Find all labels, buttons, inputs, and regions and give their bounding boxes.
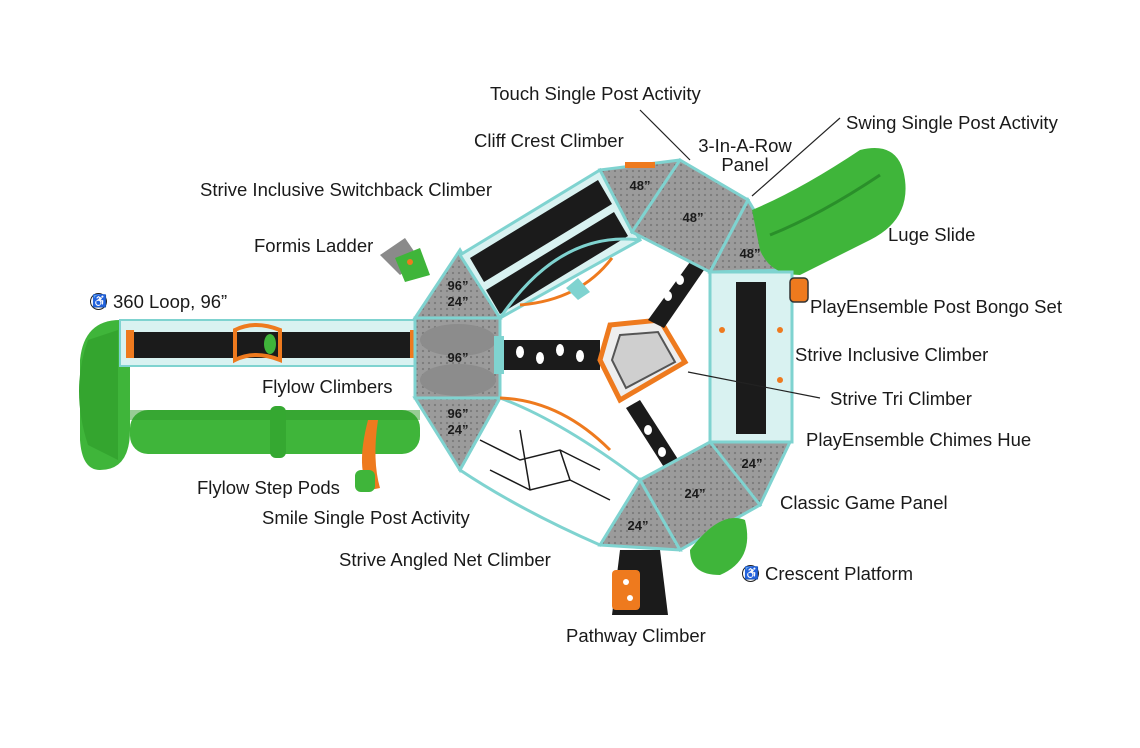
label-crescent-platform: Crescent Platform	[742, 564, 913, 583]
leader-lines	[639, 109, 841, 399]
pathway-climber	[612, 550, 668, 615]
label-3-in-a-row-panel: 3-In-A-Row Panel	[690, 136, 800, 175]
label-luge-slide: Luge Slide	[888, 224, 976, 245]
label-crescent-platform-text: Crescent Platform	[765, 563, 914, 584]
deck-label-top-center: 48”	[683, 210, 704, 225]
label-cliff-crest-climber: Cliff Crest Climber	[474, 130, 624, 151]
loop-360-slide	[79, 320, 420, 492]
left-deck-cluster	[412, 247, 503, 473]
label-classic-game-panel: Classic Game Panel	[780, 492, 948, 513]
label-flylow-step-pods: Flylow Step Pods	[197, 477, 340, 498]
deck-label-top-left-small: 48”	[630, 178, 651, 193]
flylow-climbers	[119, 319, 421, 367]
deck-label-left-upper-1: 96”	[448, 278, 469, 293]
label-touch-single-post-activity: Touch Single Post Activity	[490, 83, 701, 104]
label-swing-single-post-activity: Swing Single Post Activity	[846, 112, 1058, 133]
label-360-loop-text: 360 Loop, 96”	[113, 291, 228, 312]
crescent-platform	[690, 518, 748, 575]
deck-label-bottom-small: 24”	[628, 518, 649, 533]
label-strive-inclusive-climber: Strive Inclusive Climber	[795, 344, 989, 365]
accessible-icon	[90, 292, 107, 310]
center-bar	[494, 336, 600, 374]
angled-net-climber	[458, 396, 642, 547]
deck-label-left-lower-2: 24”	[448, 422, 469, 437]
formis-ladder	[380, 238, 430, 282]
label-3-in-a-row-line1: 3-In-A-Row	[698, 135, 792, 156]
label-flylow-climbers: Flylow Climbers	[262, 376, 393, 397]
label-playensemble-chimes-hue: PlayEnsemble Chimes Hue	[806, 429, 1032, 450]
label-smile-single-post-activity: Smile Single Post Activity	[262, 507, 470, 528]
deck-label-left-lower-1: 96”	[448, 406, 469, 421]
deck-height-labels: 48” 48” 48” 96” 24” 96” 96” 24” 24” 24” …	[448, 178, 763, 533]
label-playensemble-post-bongo-set: PlayEnsemble Post Bongo Set	[810, 296, 1062, 317]
deck-label-bottom-center: 24”	[685, 486, 706, 501]
label-3-in-a-row-line2: Panel	[721, 154, 769, 176]
accessible-icon	[742, 564, 759, 582]
deck-label-left-center: 96”	[448, 350, 469, 365]
label-strive-angled-net-climber: Strive Angled Net Climber	[339, 549, 551, 570]
label-pathway-climber: Pathway Climber	[566, 625, 706, 646]
deck-label-right-lower: 24”	[742, 456, 763, 471]
bongo-set	[789, 277, 809, 303]
label-strive-inclusive-switchback-climber: Strive Inclusive Switchback Climber	[200, 179, 492, 200]
strive-inclusive-climber	[708, 270, 794, 444]
strive-tri-climber	[597, 317, 689, 404]
deck-label-right-upper: 48”	[740, 246, 761, 261]
label-360-loop: 360 Loop, 96”	[90, 292, 227, 311]
luge-slide	[752, 148, 906, 275]
deck-label-left-upper-2: 24”	[448, 294, 469, 309]
label-formis-ladder: Formis Ladder	[254, 235, 374, 256]
bottom-decks	[597, 440, 793, 553]
label-strive-tri-climber: Strive Tri Climber	[830, 388, 972, 409]
